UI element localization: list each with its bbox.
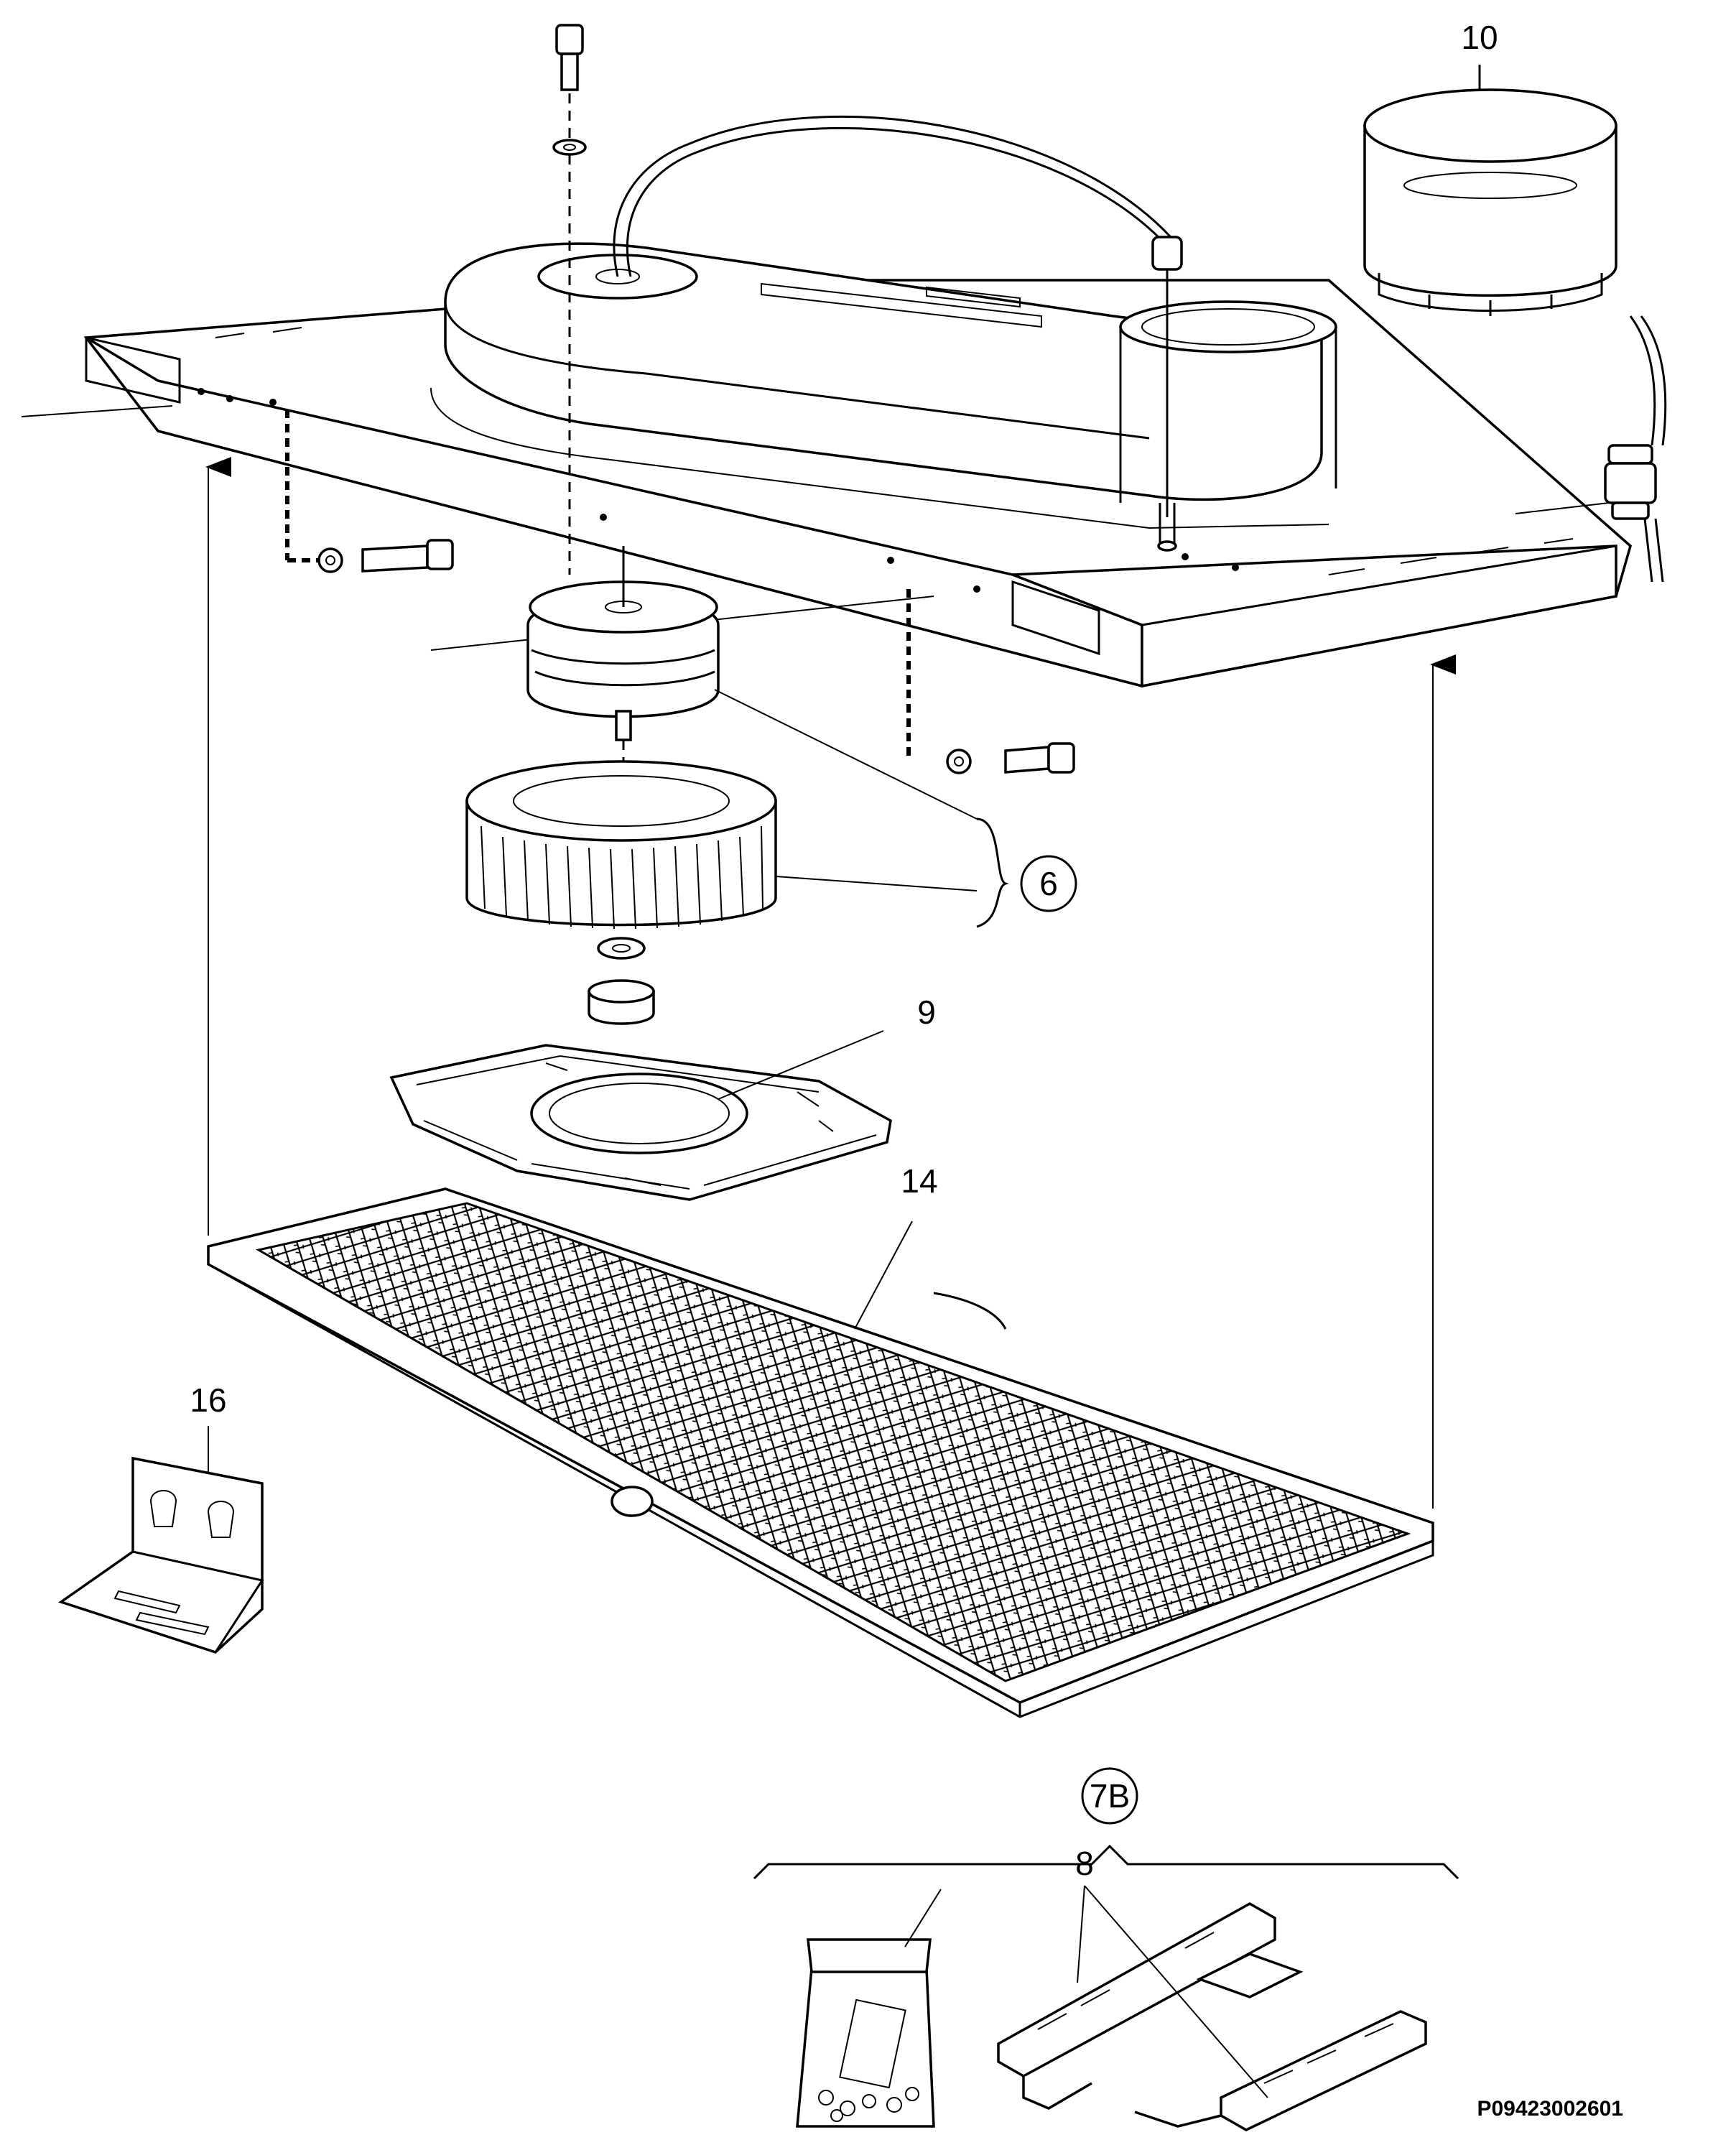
callout-6-circle [1020, 855, 1077, 912]
fan-wheel [465, 760, 777, 930]
cable-gland [1151, 236, 1183, 552]
leader-bag [904, 1889, 942, 1947]
power-cable [613, 115, 1172, 277]
external-cable [1515, 315, 1667, 583]
kit-brace [753, 1844, 1459, 1880]
callout-6: 6 [1039, 865, 1058, 902]
grease-filter [207, 1187, 1434, 1718]
callout-9: 9 [917, 993, 936, 1031]
motor [526, 546, 720, 805]
duct-collar [1363, 88, 1617, 316]
screw-bag [796, 1938, 935, 2128]
mounting-bracket-upper [997, 1902, 1304, 2110]
callout-16: 16 [190, 1381, 226, 1419]
side-fixing-left [285, 409, 454, 573]
wall-bracket [58, 1456, 264, 1654]
callout-7b-circle [1081, 1767, 1138, 1825]
assembly-arrows [205, 457, 1456, 1509]
leader-6 [714, 689, 1009, 928]
fan-nut [588, 979, 655, 1025]
leader-8 [1077, 1885, 1268, 2098]
callout-14: 14 [901, 1162, 937, 1200]
callout-7b: 7B [1090, 1777, 1130, 1815]
fan-washer [597, 937, 646, 960]
document-code: P09423002601 [1477, 2097, 1623, 2121]
callout-8: 8 [1075, 1845, 1094, 1882]
leader-14 [854, 1220, 913, 1330]
side-fixing-right [906, 589, 1075, 774]
motor-support-plate [389, 1044, 892, 1201]
motor-fixing-screw [552, 24, 587, 575]
mounting-bracket-lower [1134, 2010, 1427, 2131]
leader-9 [718, 1030, 884, 1100]
blower-housing [430, 242, 1337, 529]
callout-10: 10 [1461, 19, 1498, 56]
